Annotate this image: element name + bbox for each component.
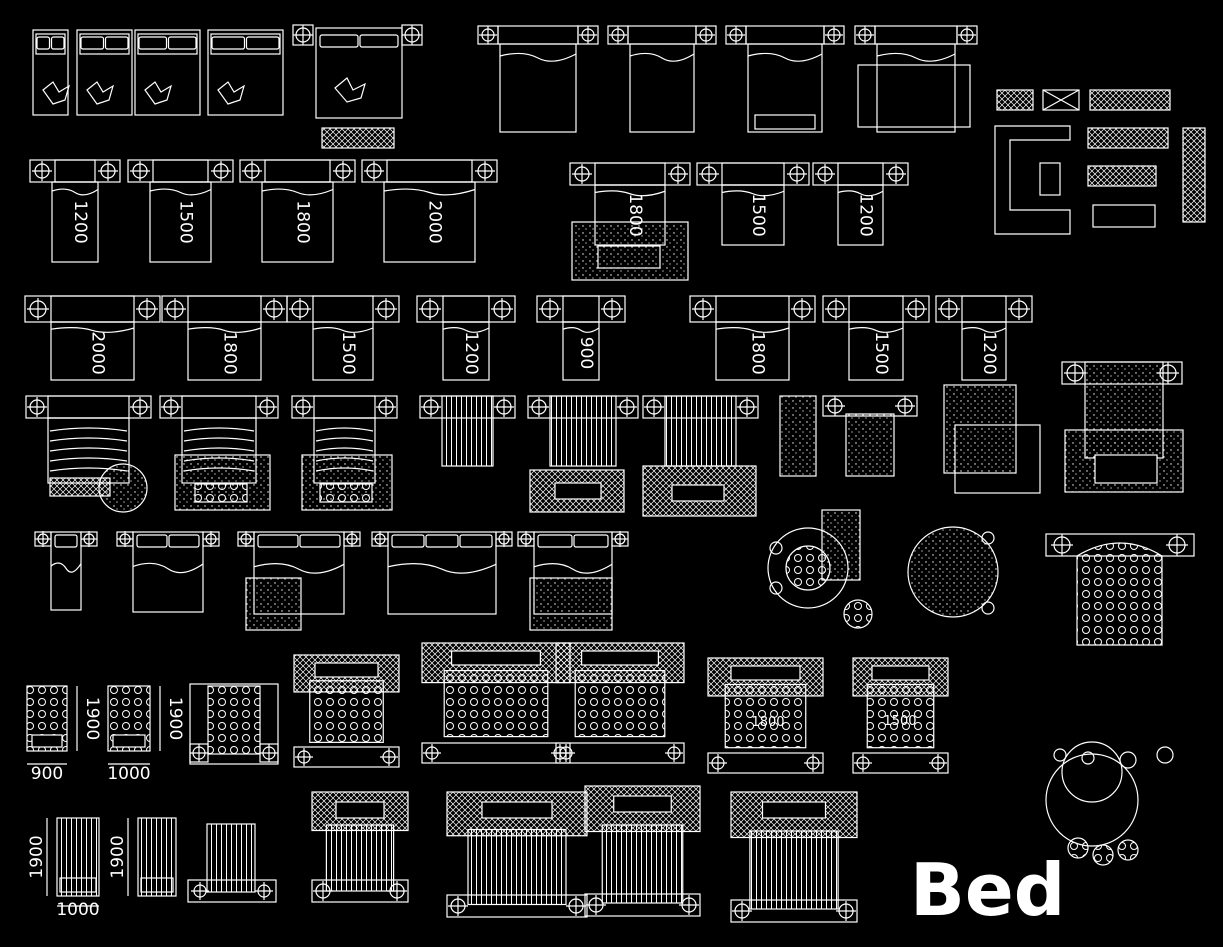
dim-label-r3-1: 1800 [220, 331, 240, 374]
dim-horz-r6-1: 1000 [107, 764, 150, 784]
dim-label-r2b-0: 1800 [625, 193, 645, 236]
dim-label-r2b-1: 1500 [748, 193, 768, 236]
dim-inner-r6-1: 1500 [883, 714, 916, 729]
dim-vert-r6-0: 1900 [82, 697, 102, 740]
dim-label-r2b-2: 1200 [856, 193, 876, 236]
sheet-title: Bed [910, 848, 1065, 932]
dim-horz-r6-0: 900 [31, 764, 63, 784]
dim-vert-r7-1: 1900 [108, 835, 128, 878]
dim-vert-r7-0: 1900 [27, 835, 47, 878]
dim-label-r3-5: 1800 [748, 331, 768, 374]
dim-label-r3-3: 1200 [461, 331, 481, 374]
dim-label-r3-6: 1500 [871, 331, 891, 374]
dim-label-r3-2: 1500 [338, 331, 358, 374]
dim-label-r3-0: 2000 [88, 331, 108, 374]
dim-horz-r7-0: 1000 [56, 900, 99, 920]
dimension-labels: 1200 1500 1800 2000 1800 1500 1200 2000 1800 1500… [27, 193, 999, 920]
static-symbols [24, 24, 1206, 923]
dim-label-r2-0: 1200 [70, 200, 90, 243]
dim-label-r3-7: 1200 [979, 331, 999, 374]
dim-label-r2-2: 1800 [293, 200, 313, 243]
dim-vert-r6-1: 1900 [165, 697, 185, 740]
dim-label-r3-4: 900 [576, 337, 596, 369]
dim-inner-r6-0: 1800 [751, 715, 784, 730]
dim-label-r2-1: 1500 [176, 200, 196, 243]
dim-label-r2-3: 2000 [425, 200, 445, 243]
